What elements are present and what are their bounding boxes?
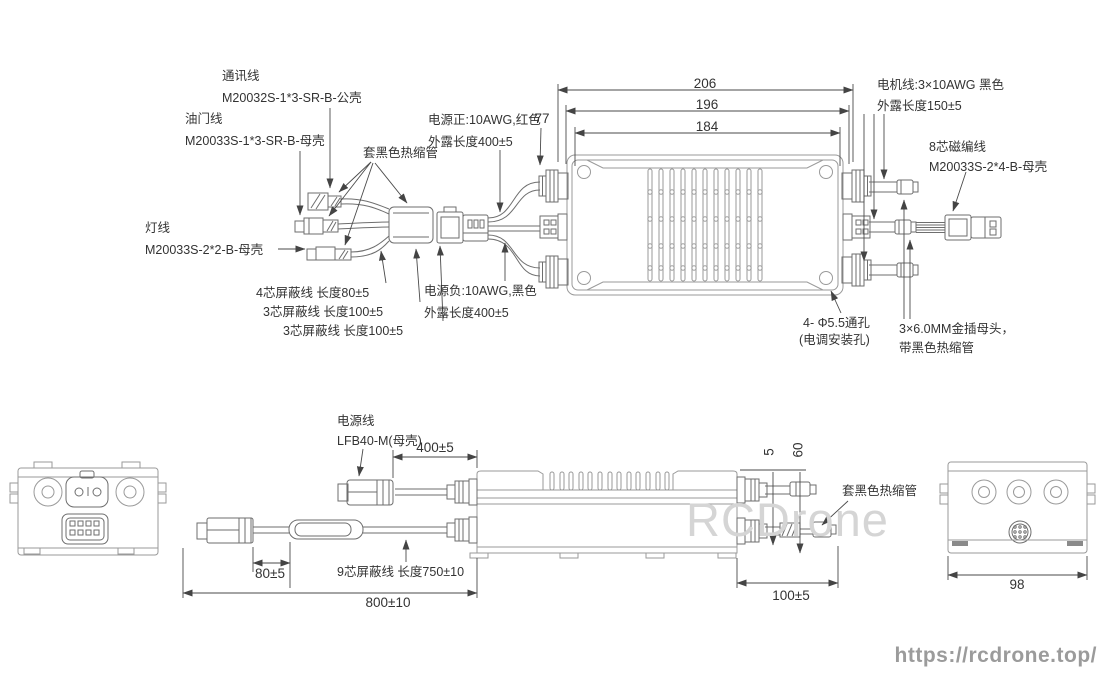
shield-4core-label: 4芯屏蔽线 长度80±5 <box>256 286 370 300</box>
left-middle-connector <box>539 213 568 241</box>
throttle-line-part: M20033S-1*3-SR-B-母壳 <box>185 134 325 148</box>
dim-800: 800±10 <box>365 595 411 610</box>
encoder-line-label-1: 8芯磁编线 <box>929 140 986 154</box>
nine-core-cable-drawing <box>196 517 447 544</box>
nine-core-connector <box>196 517 254 544</box>
left-end-view <box>9 461 167 556</box>
dim-98: 98 <box>1009 577 1025 592</box>
shield-9core-label: 9芯屏蔽线 长度750±10 <box>337 565 465 579</box>
encoder-line-label-2: M20033S-2*4-B-母壳 <box>929 160 1048 174</box>
heat-shrink-top-label: 套黑色热缩管 <box>363 146 439 160</box>
right-middle-connector <box>842 213 871 241</box>
power-neg-label-1: 电源负:10AWG,黑色 <box>424 284 537 298</box>
dim-184: 184 <box>695 119 719 134</box>
power-pos-label-1: 电源正:10AWG,红色 <box>428 113 541 127</box>
dim-5: 5 <box>761 448 777 456</box>
dim-100: 100±5 <box>772 588 810 603</box>
power-cable-label-2: LFB40-M(母壳) <box>337 434 422 448</box>
right-end-view <box>939 461 1096 554</box>
left-harness <box>294 181 541 277</box>
motor-line-label-1: 电机线:3×10AWG 黑色 <box>877 78 1004 92</box>
heat-shrink-bottom-label: 套黑色热缩管 <box>842 484 918 498</box>
leader-lines-top <box>278 108 967 322</box>
bullet-label-2: 带黑色热缩管 <box>899 341 975 355</box>
motor-wires <box>869 179 1002 278</box>
dim-80: 80±5 <box>255 566 285 581</box>
bullet-label-1: 3×6.0MM金插母头， <box>899 322 1014 336</box>
power-pos-label-2: 外露长度400±5 <box>428 135 513 149</box>
dim-196: 196 <box>695 97 719 112</box>
light-line-part: M20033S-2*2-B-母壳 <box>145 243 264 257</box>
esc-side-view <box>446 470 768 559</box>
end-view-multipin-connector <box>61 513 109 545</box>
encoder-connector <box>944 214 1002 241</box>
shield-3core-b-label: 3芯屏蔽线 长度100±5 <box>283 324 404 338</box>
esc-top-view <box>538 154 872 296</box>
inline-junction <box>388 206 489 244</box>
watermark-brand: RCDrone <box>686 493 889 546</box>
shield-3core-a-label: 3芯屏蔽线 长度100±5 <box>263 305 384 319</box>
power-cable-label-1: 电源线 <box>337 414 375 428</box>
dim-206: 206 <box>693 76 717 91</box>
dim-77: 77 <box>534 111 550 126</box>
end-view-center-connector <box>65 470 109 508</box>
dim-400: 400±5 <box>416 440 454 455</box>
power-neg-label-2: 外露长度400±5 <box>424 306 509 320</box>
comm-line-label: 通讯线 <box>222 69 260 83</box>
power-cable-connector <box>337 479 394 506</box>
mount-hole-label-1: 4- Φ5.5通孔 <box>803 316 870 330</box>
throttle-line-label: 油门线 <box>185 112 223 126</box>
motor-line-label-2: 外露长度150±5 <box>877 99 962 113</box>
power-cable-drawing <box>337 479 447 506</box>
light-line-label: 灯线 <box>145 221 171 235</box>
dimension-lines-top <box>536 84 854 166</box>
mount-hole-label-2: (电调安装孔) <box>799 333 870 347</box>
dim-60: 60 <box>790 442 806 458</box>
dimension-lines-bottom <box>182 448 1088 598</box>
watermark-url: https://rcdrone.top/ <box>894 644 1097 667</box>
throttle-connector <box>294 217 339 235</box>
light-connector <box>306 246 352 261</box>
comm-line-part: M20032S-1*3-SR-B-公壳 <box>222 91 362 105</box>
